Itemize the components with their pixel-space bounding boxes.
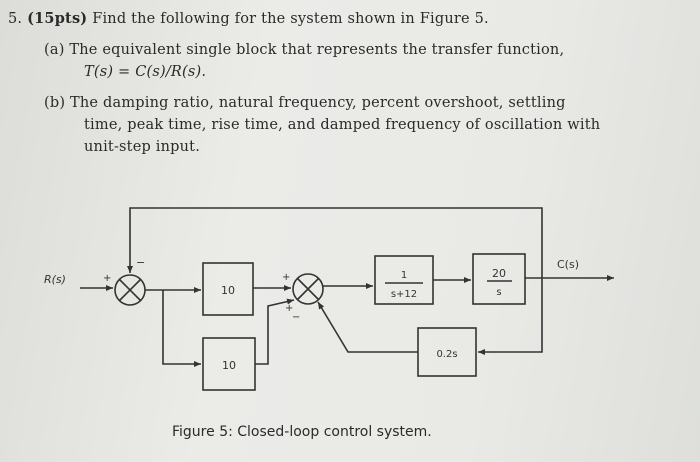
problem-intro: Find the following for the system shown … [92,11,489,27]
gain-top-label: 10 [221,284,235,297]
part-a-line: (a) The equivalent single block that rep… [44,42,564,58]
rate-feedback-path-out [317,301,418,353]
plant-numerator: 1 [401,270,407,281]
outer-feedback-path [127,207,543,278]
sum2-cross-b [296,277,320,301]
plant-denominator: s+12 [391,289,417,300]
gain-block-top [202,262,254,316]
sum2-plus-sign: + [282,272,290,283]
integrator-numerator: 20 [492,267,506,280]
feedforward-path-in [162,290,201,367]
integrator-block [472,253,526,305]
sum2-plus-sign-ff: + [285,303,293,314]
feedforward-path-out [255,298,295,365]
integrator-denominator: s [496,287,501,298]
sum1-cross-b [118,278,142,302]
part-a-label: (a) [44,42,65,58]
gain-bottom-label: 10 [222,359,236,372]
sum2-minus-sign-fb: − [292,312,300,323]
problem-header: 5. (15pts) Find the following for the sy… [8,10,489,27]
sum1-plus-sign: + [103,273,111,284]
part-b-label: (b) [44,95,66,111]
output-label: C(s) [557,258,579,271]
problem-number: 5. [8,11,23,27]
input-label: R(s) [44,273,66,286]
part-a-text: The equivalent single block that represe… [69,42,565,58]
sum1-minus-sign: − [136,256,145,269]
part-b-text1: The damping ratio, natural frequency, pe… [70,95,566,111]
figure-caption: Figure 5: Closed-loop control system. [172,424,432,440]
part-b-line3: unit-step input. [84,139,201,155]
rate-feedback-label: 0.2s [436,349,457,360]
part-b-line2: time, peak time, rise time, and damped f… [84,117,601,133]
rate-feedback-path-in [478,278,543,355]
part-a-formula: T(s) = C(s)/R(s). [84,64,207,80]
part-b-line1: (b) The damping ratio, natural frequency… [44,95,566,111]
problem-points: (15pts) [27,10,88,27]
summing-junction-2 [292,273,324,305]
